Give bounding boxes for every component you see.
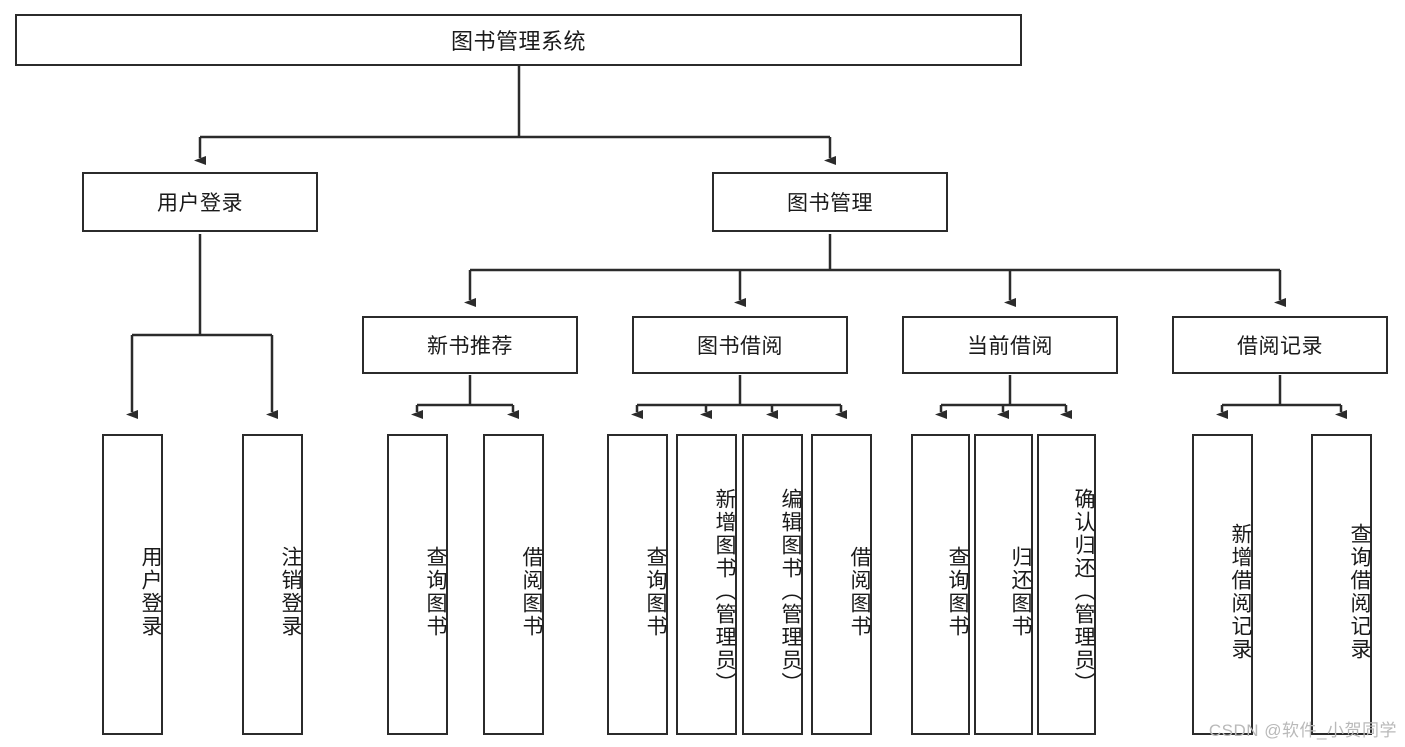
leaf-label: 查询图书 bbox=[644, 545, 667, 638]
leaf-current-return-book[interactable]: 归还图书 bbox=[974, 434, 1033, 735]
leaf-label: 借阅图书 bbox=[848, 545, 871, 638]
node-root[interactable]: 图书管理系统 bbox=[15, 14, 1022, 66]
leaf-label: 查询图书 bbox=[424, 545, 447, 638]
node-user-login-label: 用户登录 bbox=[157, 192, 243, 215]
node-new-book-recommend[interactable]: 新书推荐 bbox=[362, 316, 578, 374]
leaf-label: 查询借阅记录 bbox=[1348, 522, 1371, 661]
leaf-current-confirm-return[interactable]: 确认归还（管理员） bbox=[1037, 434, 1096, 735]
leaf-borrow-edit-book[interactable]: 编辑图书（管理员） bbox=[742, 434, 803, 735]
node-new-book-recommend-label: 新书推荐 bbox=[427, 335, 513, 358]
leaf-record-query-record[interactable]: 查询借阅记录 bbox=[1311, 434, 1372, 735]
node-current-borrow-label: 当前借阅 bbox=[967, 335, 1053, 358]
leaf-borrow-borrow-book[interactable]: 借阅图书 bbox=[811, 434, 872, 735]
leaf-user-login-logout[interactable]: 注销登录 bbox=[242, 434, 303, 735]
node-book-borrow-label: 图书借阅 bbox=[697, 335, 783, 358]
leaf-user-login-login[interactable]: 用户登录 bbox=[102, 434, 163, 735]
node-current-borrow[interactable]: 当前借阅 bbox=[902, 316, 1118, 374]
leaf-borrow-add-book[interactable]: 新增图书（管理员） bbox=[676, 434, 737, 735]
leaf-label: 注销登录 bbox=[279, 545, 302, 638]
node-borrow-record-label: 借阅记录 bbox=[1237, 335, 1323, 358]
leaf-borrow-query-book[interactable]: 查询图书 bbox=[607, 434, 668, 735]
node-book-management[interactable]: 图书管理 bbox=[712, 172, 948, 232]
leaf-label: 新增借阅记录 bbox=[1229, 522, 1252, 661]
node-root-label: 图书管理系统 bbox=[450, 29, 586, 54]
node-book-management-label: 图书管理 bbox=[787, 192, 873, 215]
leaf-label: 归还图书 bbox=[1009, 545, 1032, 638]
leaf-label: 确认归还（管理员） bbox=[1072, 488, 1095, 695]
leaf-record-add-record[interactable]: 新增借阅记录 bbox=[1192, 434, 1253, 735]
node-user-login[interactable]: 用户登录 bbox=[82, 172, 318, 232]
leaf-label: 新增图书（管理员） bbox=[713, 488, 736, 695]
node-book-borrow[interactable]: 图书借阅 bbox=[632, 316, 848, 374]
leaf-label: 编辑图书（管理员） bbox=[779, 488, 802, 695]
leaf-label: 查询图书 bbox=[946, 545, 969, 638]
leaf-label: 借阅图书 bbox=[520, 545, 543, 638]
leaf-new-book-query[interactable]: 查询图书 bbox=[387, 434, 448, 735]
leaf-new-book-borrow[interactable]: 借阅图书 bbox=[483, 434, 544, 735]
watermark: CSDN @软件_小贺同学 bbox=[1208, 721, 1397, 740]
leaf-label: 用户登录 bbox=[139, 545, 162, 638]
leaf-current-query-book[interactable]: 查询图书 bbox=[911, 434, 970, 735]
node-borrow-record[interactable]: 借阅记录 bbox=[1172, 316, 1388, 374]
